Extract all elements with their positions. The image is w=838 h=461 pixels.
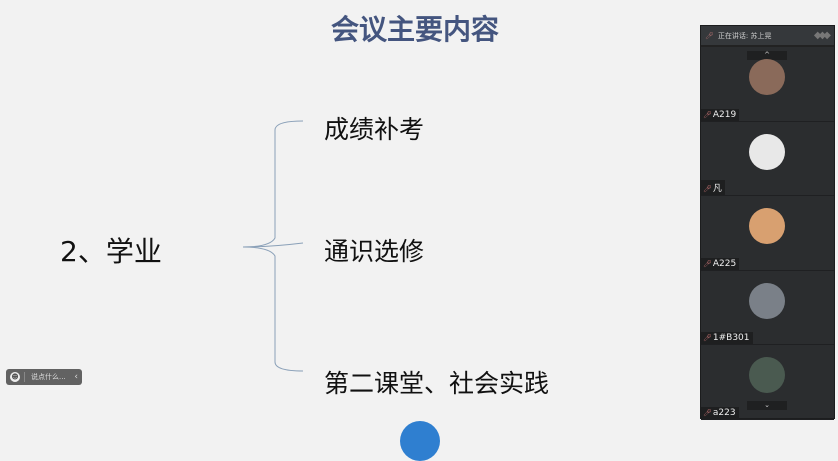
mic-muted-icon: 🎤︎ xyxy=(703,110,712,119)
avatar xyxy=(749,59,785,95)
avatar xyxy=(749,357,785,393)
brace-lines xyxy=(242,120,304,372)
participant-tile[interactable]: 🎤︎A225 xyxy=(701,196,834,271)
participant-label: 🎤︎A219 xyxy=(701,108,740,121)
floating-button[interactable] xyxy=(400,421,440,461)
participant-tile[interactable]: 🎤︎1#B301 xyxy=(701,271,834,345)
avatar xyxy=(749,133,785,170)
divider xyxy=(24,372,25,382)
participant-label: 🎤︎A225 xyxy=(701,257,740,270)
participant-name: 1#B301 xyxy=(712,333,750,343)
mic-muted-icon: 🎤︎ xyxy=(703,408,712,417)
mic-muted-icon: 🎤︎ xyxy=(703,259,712,268)
slide-item: 成绩补考 xyxy=(324,115,425,144)
chat-input[interactable]: ☻ 说点什么... ‹ xyxy=(6,369,82,385)
participant-tile[interactable]: 🎤︎凡 xyxy=(701,122,834,196)
mic-muted-icon: 🎤︎ xyxy=(703,334,712,342)
participant-name: 凡 xyxy=(712,184,722,194)
participant-label: 🎤︎凡 xyxy=(701,180,725,195)
participant-label: 🎤︎1#B301 xyxy=(701,332,753,344)
chat-placeholder: 说点什么... xyxy=(31,373,66,381)
speaking-label: 正在讲话: 苏上晃 xyxy=(717,31,772,40)
panel-header: 🎤︎ 正在讲话: 苏上晃 ◆◆◆ xyxy=(701,26,834,47)
avatar xyxy=(749,282,785,319)
mic-muted-icon: 🎤︎ xyxy=(703,185,712,193)
avatar xyxy=(749,208,785,244)
scroll-down-button[interactable]: ⌄ xyxy=(747,401,787,410)
options-icon[interactable]: ◆◆◆ xyxy=(813,30,831,41)
collapse-chevron-icon[interactable]: ‹ xyxy=(74,372,78,382)
participant-name: A225 xyxy=(712,258,737,269)
participant-tile[interactable]: 🎤︎a223 xyxy=(701,345,834,420)
participant-label: 🎤︎a223 xyxy=(701,406,739,419)
participant-name: A219 xyxy=(712,109,737,120)
participant-panel: 🎤︎ 正在讲话: 苏上晃 ◆◆◆ ^ 🎤︎A219🎤︎凡🎤︎A225🎤︎1#B3… xyxy=(700,25,835,420)
scroll-up-button[interactable]: ^ xyxy=(747,51,787,60)
slide-topic: 2、学业 xyxy=(60,235,162,268)
participant-name: a223 xyxy=(712,407,736,418)
smile-icon[interactable]: ☻ xyxy=(10,372,20,382)
participant-tile[interactable]: 🎤︎A219 xyxy=(701,47,834,122)
slide-item: 通识选修 xyxy=(324,237,425,266)
slide-item: 第二课堂、社会实践 xyxy=(324,369,550,398)
slide-title: 会议主要内容 xyxy=(330,13,499,46)
mic-icon: 🎤︎ xyxy=(705,31,714,40)
